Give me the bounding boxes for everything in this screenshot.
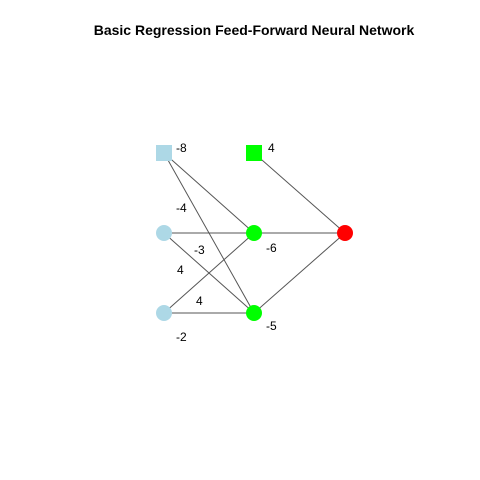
node-bias-in — [156, 145, 172, 161]
node-in-1 — [156, 225, 172, 241]
node-in-2 — [156, 305, 172, 321]
node-bias-hidden — [246, 145, 262, 161]
node-hid-1 — [246, 225, 262, 241]
edge-weight-in-2-to-hid-2: 4 — [196, 294, 203, 308]
diagram-title: Basic Regression Feed-Forward Neural Net… — [93, 22, 415, 38]
node-hid-2 — [246, 305, 262, 321]
edge-bias-hidden-to-out — [253, 152, 346, 234]
node-out — [337, 225, 353, 241]
edge-hid-2-to-out — [253, 232, 346, 314]
edge-in-2-to-hid-1 — [163, 232, 255, 314]
node-label-hid-1: -6 — [266, 241, 277, 255]
edge-weight-bias-in-to-hid-1: -4 — [176, 201, 187, 215]
node-label-in-2: -2 — [176, 330, 187, 344]
edge-weight-in-1-to-hid-2: -3 — [194, 243, 205, 257]
node-label-hid-2: -5 — [266, 319, 277, 333]
edge-bias-in-to-hid-1 — [163, 152, 255, 234]
node-label-bias-hidden: 4 — [268, 141, 275, 155]
edge-weight-in-2-to-hid-1: 4 — [177, 263, 184, 277]
node-label-bias-in: -8 — [176, 141, 187, 155]
